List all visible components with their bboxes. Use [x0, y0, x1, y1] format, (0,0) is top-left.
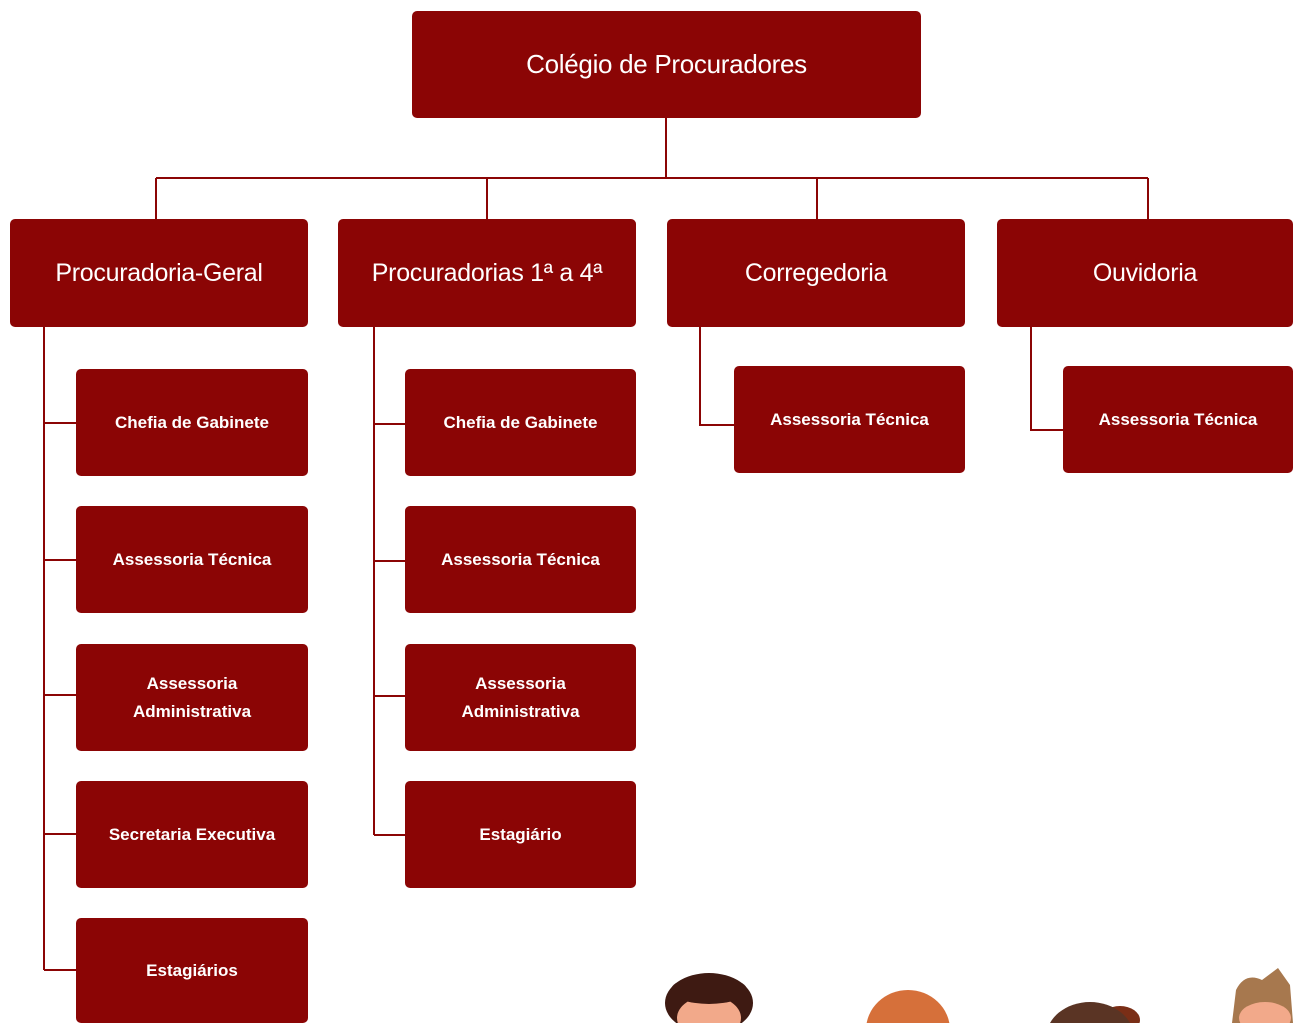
node-label: Procuradoria-Geral	[55, 258, 263, 287]
person-figure-1	[665, 973, 753, 1023]
node-ouvidoria: Ouvidoria	[997, 219, 1293, 327]
node-procuradoria-geral: Procuradoria-Geral	[10, 219, 308, 327]
person-figure-3	[1050, 1002, 1140, 1023]
node-colegio-de-procuradores: Colégio de Procuradores	[412, 11, 921, 118]
node-pr-assessoria-tecnica: Assessoria Técnica	[405, 506, 636, 613]
node-label: Corregedoria	[744, 258, 888, 287]
node-label: Assessoria Técnica	[1098, 409, 1258, 429]
node-label: Assessoria Técnica	[112, 549, 272, 569]
node-label: Chefia de Gabinete	[443, 412, 598, 432]
node-label: Secretaria Executiva	[108, 824, 276, 844]
node-pg-assessoria-tecnica: Assessoria Técnica	[76, 506, 308, 613]
node-label: Assessoria Administrativa	[132, 673, 252, 721]
node-pr-assessoria-administrativa: Assessoria Administrativa	[405, 644, 636, 751]
node-label: Ouvidoria	[1092, 258, 1198, 287]
node-label: Estagiário	[479, 824, 562, 844]
person-figure-4	[1232, 968, 1293, 1023]
node-label: Chefia de Gabinete	[115, 412, 269, 432]
node-pg-estagiarios: Estagiários	[76, 918, 308, 1023]
node-ouvidoria-assessoria-tecnica: Assessoria Técnica	[1063, 366, 1293, 473]
node-label: Assessoria Técnica	[441, 549, 600, 569]
node-pr-estagiario: Estagiário	[405, 781, 636, 888]
node-label: Estagiários	[146, 960, 238, 980]
node-procuradorias: Procuradorias 1ª a 4ª	[338, 219, 636, 327]
node-pg-chefia-de-gabinete: Chefia de Gabinete	[76, 369, 308, 476]
person-figure-2	[866, 990, 950, 1023]
node-label: Procuradorias 1ª a 4ª	[371, 258, 603, 287]
node-pr-chefia-de-gabinete: Chefia de Gabinete	[405, 369, 636, 476]
node-corregedoria-assessoria-tecnica: Assessoria Técnica	[734, 366, 965, 473]
node-label: Assessoria Administrativa	[461, 673, 580, 721]
node-pg-assessoria-administrativa: Assessoria Administrativa	[76, 644, 308, 751]
node-pg-secretaria-executiva: Secretaria Executiva	[76, 781, 308, 888]
node-corregedoria: Corregedoria	[667, 219, 965, 327]
node-label: Colégio de Procuradores	[526, 49, 807, 79]
node-label: Assessoria Técnica	[770, 409, 929, 429]
